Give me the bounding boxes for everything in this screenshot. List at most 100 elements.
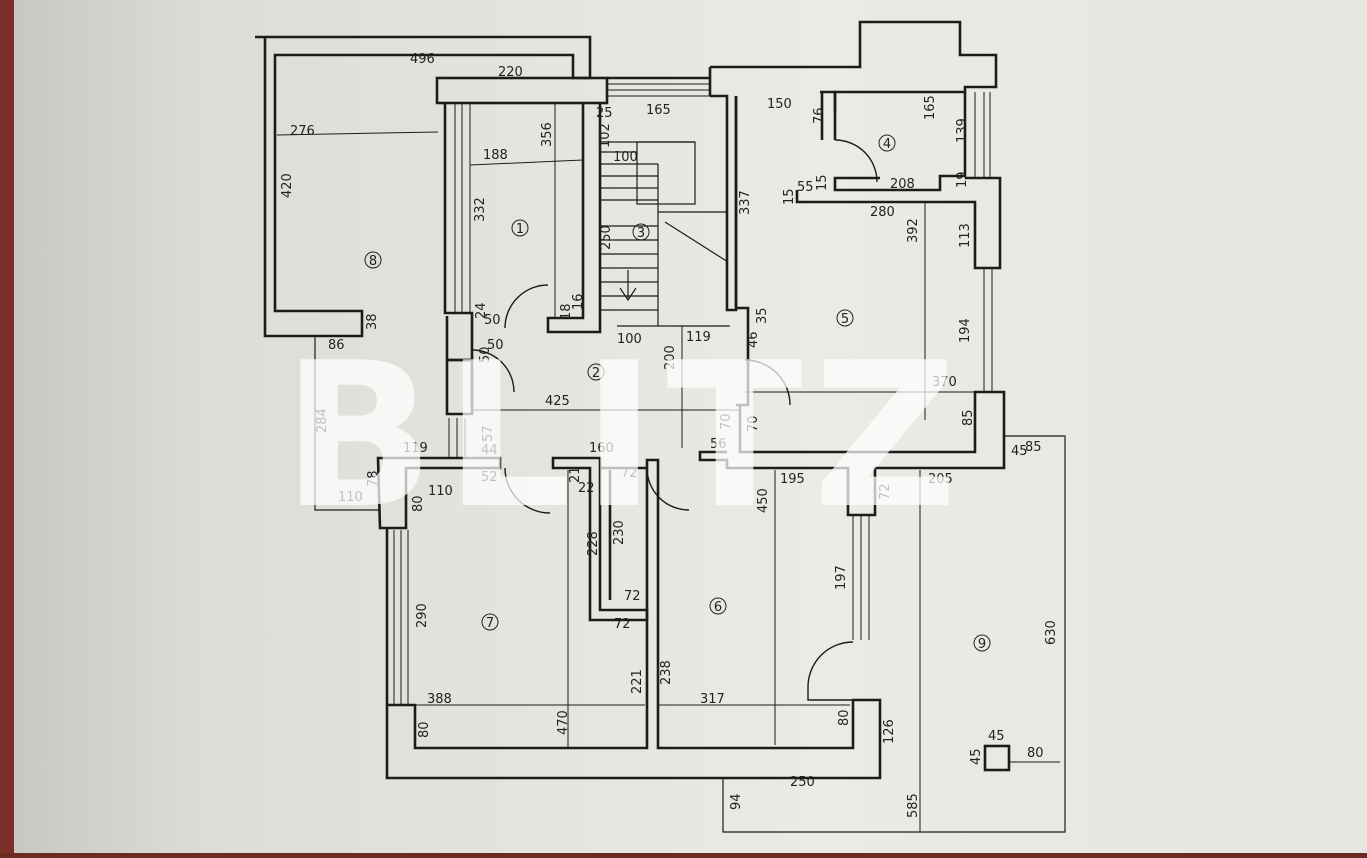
dim-label: 80 — [1027, 746, 1044, 761]
dim-label: 496 — [410, 52, 435, 67]
staircase — [600, 141, 730, 327]
room-1-circle — [511, 219, 529, 237]
dim-label: 100 — [617, 332, 642, 347]
dim-label: 45 — [969, 748, 984, 765]
shaft-inner — [600, 466, 647, 600]
dim-label: 72 — [878, 483, 893, 500]
dim-label: 630 — [1044, 620, 1059, 645]
dim-label: 50 — [487, 338, 504, 353]
dim-label: 15 — [815, 174, 830, 191]
dim-label: 100 — [613, 150, 638, 165]
room-6-circle — [709, 597, 727, 615]
dim-label: 56 — [710, 437, 727, 452]
dim-label: 45 — [988, 729, 1005, 744]
dim-label: 220 — [498, 65, 523, 80]
room-3-circle — [632, 223, 650, 241]
room-1-walls — [443, 103, 602, 362]
dim-label: 38 — [365, 313, 380, 330]
dim-label: 113 — [958, 223, 973, 248]
dim-label: 15 — [782, 188, 797, 205]
dim-label: 57 — [481, 425, 496, 442]
room-9-circle — [973, 634, 991, 652]
dim-label: 46 — [746, 331, 761, 348]
room-3-label: 3 — [637, 226, 645, 241]
corridor-left-stub — [445, 358, 474, 416]
room-4-left-wall — [820, 90, 837, 140]
room-1-door-arc — [504, 284, 549, 329]
dim-label: 80 — [837, 709, 852, 726]
dim-label: 70 — [746, 415, 761, 432]
room-2-label: 2 — [592, 366, 600, 381]
room-4-label: 4 — [883, 137, 891, 152]
dim-label: 19 — [955, 171, 970, 188]
dim-label: 165 — [646, 103, 671, 118]
dim-label: 470 — [556, 710, 571, 735]
dim-label: 370 — [932, 375, 957, 390]
room-6-door-arc — [646, 467, 690, 511]
room-7-door-arc — [504, 467, 551, 514]
room-1-dim-line — [469, 159, 584, 166]
dim-label: 72 — [624, 589, 641, 604]
room-5-circle — [836, 309, 854, 327]
dimension-labels: 496 220 276 420 38 86 284 110 119 78 188… — [280, 52, 1059, 818]
dim-label: 44 — [481, 443, 498, 458]
dim-label: 425 — [545, 394, 570, 409]
dim-label: 45 — [1011, 444, 1028, 459]
dim-label: 450 — [756, 488, 771, 513]
room-7-walls — [376, 456, 882, 780]
room-9-label: 9 — [978, 637, 986, 652]
room-5-left-wall — [710, 94, 738, 312]
dim-label: 238 — [659, 660, 674, 685]
dim-label: 55 — [797, 180, 814, 195]
dim-label: 205 — [928, 472, 953, 487]
dim-label: 228 — [586, 531, 601, 556]
dim-label: 80 — [411, 495, 426, 512]
dim-label: 25 — [596, 106, 613, 121]
dim-label: 35 — [755, 307, 770, 324]
dim-label: 208 — [890, 177, 915, 192]
dim-label: 276 — [290, 124, 315, 139]
dim-label: 110 — [338, 490, 363, 505]
dim-label: 72 — [614, 617, 631, 632]
room-1-label: 1 — [516, 222, 524, 237]
dim-label: 78 — [366, 470, 381, 487]
dim-label: 139 — [955, 118, 970, 143]
binder-edge — [0, 0, 14, 853]
dim-label: 16 — [571, 293, 586, 310]
dim-label: 52 — [481, 470, 498, 485]
dim-label: 195 — [780, 472, 805, 487]
dim-label: 86 — [328, 338, 345, 353]
dim-label: 160 — [589, 441, 614, 456]
dim-label: 126 — [882, 719, 897, 744]
dim-label: 230 — [612, 520, 627, 545]
dim-label: 85 — [961, 409, 976, 426]
dim-label: 24 — [474, 302, 489, 319]
room-5-right-wall — [795, 176, 1002, 270]
room-6-label: 6 — [714, 600, 722, 615]
corridor-door-arc — [471, 349, 515, 393]
dim-label: 21 — [568, 466, 583, 483]
room-6-balcony-door — [807, 641, 854, 701]
terrace-8-outline — [314, 336, 380, 511]
dim-label: 250 — [790, 775, 815, 790]
dim-label: 356 — [540, 122, 555, 147]
dim-label: 94 — [729, 793, 744, 810]
dim-label: 150 — [767, 97, 792, 112]
room-8-walls — [255, 35, 592, 338]
dim-label: 72 — [621, 466, 638, 481]
room-5-door-arc — [744, 359, 791, 406]
room-5-bottom-wall — [698, 390, 1006, 517]
watermark: BLITZ — [282, 320, 968, 553]
dim-label: 420 — [280, 173, 295, 198]
room-7-label: 7 — [486, 616, 494, 631]
dim-label: 70 — [719, 413, 734, 430]
room-2-circle — [587, 363, 605, 381]
room-7-circle — [481, 613, 499, 631]
dim-label: 102 — [598, 123, 613, 148]
dim-label: 280 — [870, 205, 895, 220]
room-8-dim-line — [276, 131, 439, 136]
dim-label: 250 — [599, 225, 614, 250]
dim-label: 284 — [315, 408, 330, 433]
